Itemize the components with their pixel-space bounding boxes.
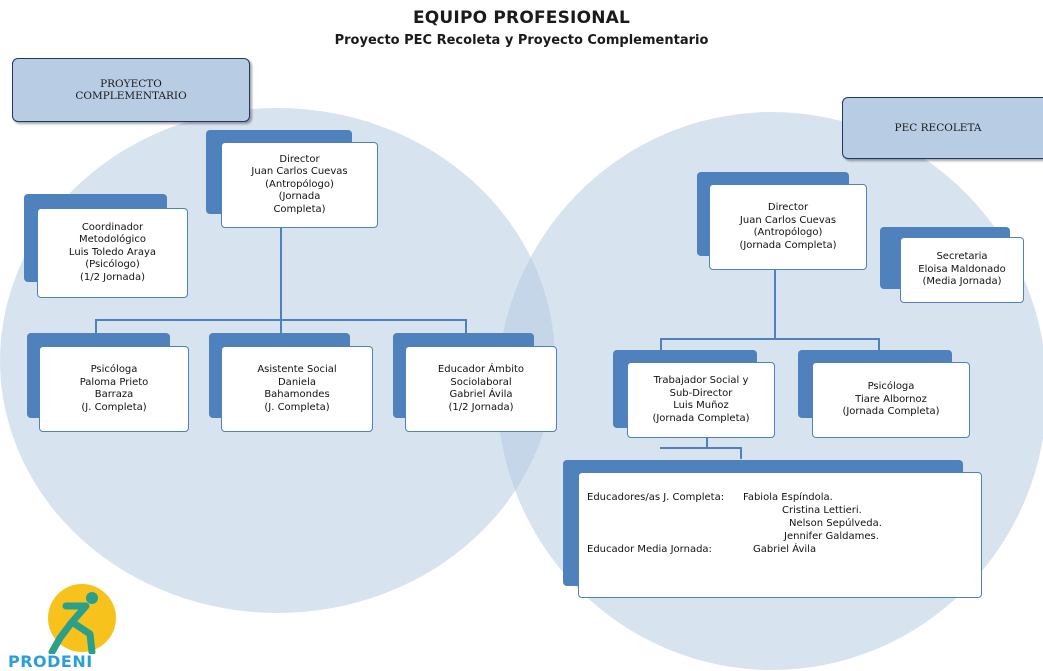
psicologa-schedule: (J. Completa)	[81, 401, 147, 413]
coordinador-title: Metodológico	[79, 234, 146, 246]
director-schedule: (Jornada Completa)	[739, 239, 837, 251]
director-schedule: (Jornada	[278, 191, 321, 203]
prodeni-logo-icon	[48, 584, 116, 654]
educador-name: Fabiola Espíndola.	[743, 492, 833, 503]
group-label-line: PEC RECOLETA	[894, 122, 982, 134]
educador-name: Gabriel Ávila	[449, 389, 513, 400]
educador-title: Educador Ámbito	[437, 364, 525, 375]
coordinador-schedule: (1/2 Jornada)	[79, 271, 146, 283]
group-label-complementario: PROYECTO COMPLEMENTARIO	[12, 58, 250, 122]
educador-title: Sociolaboral	[450, 376, 512, 388]
trabajador-title: Sub-Director	[669, 387, 733, 399]
psicologa-title: Psicóloga	[90, 364, 138, 375]
secretaria-name: Eloisa Maldonado	[918, 263, 1006, 275]
node-box: Director Juan Carlos Cuevas (Antropólogo…	[221, 142, 378, 228]
connector-line	[878, 338, 880, 350]
node-box: Asistente Social Daniela Bahamondes (J. …	[221, 346, 373, 432]
page-title: EQUIPO PROFESIONAL	[412, 8, 631, 28]
connector-line	[706, 436, 708, 448]
educadores-half-label: Educador Media Jornada:	[587, 544, 712, 555]
psicologa-schedule: (Jornada Completa)	[842, 406, 940, 418]
asistente-title: Asistente Social	[257, 364, 337, 375]
connector-line	[280, 226, 282, 320]
node-box: Psicóloga Tiare Albornoz (Jornada Comple…	[812, 362, 970, 438]
group-label-line: PROYECTO	[100, 78, 162, 90]
asistente-name: Daniela	[277, 376, 316, 388]
coordinador-name: Luis Toledo Araya	[68, 246, 157, 258]
connector-line	[660, 338, 662, 350]
node-box: Trabajador Social y Sub-Director Luis Mu…	[627, 362, 775, 438]
page-subtitle: Proyecto PEC Recoleta y Proyecto Complem…	[334, 33, 709, 48]
director-name: Juan Carlos Cuevas	[251, 166, 348, 178]
trabajador-title: Trabajador Social y	[653, 375, 749, 386]
trabajador-schedule: (Jornada Completa)	[652, 412, 750, 424]
educadores-full-label: Educadores/as J. Completa:	[587, 492, 725, 503]
node-box: Educador Ámbito Sociolaboral Gabriel Ávi…	[405, 346, 557, 432]
director-schedule: Completa)	[273, 203, 326, 215]
director-name: Juan Carlos Cuevas	[739, 214, 837, 226]
connector-line	[740, 447, 742, 459]
logo-head	[86, 592, 98, 604]
node-box: Coordinador Metodológico Luis Toledo Ara…	[37, 208, 188, 298]
group-label-line: COMPLEMENTARIO	[75, 90, 187, 102]
educador-name: Nelson Sepúlveda.	[789, 518, 882, 529]
coordinador-title: Coordinador	[81, 221, 144, 233]
connector-line	[660, 447, 740, 449]
director-title: Director	[279, 153, 320, 165]
educador-schedule: (1/2 Jornada)	[448, 401, 514, 413]
secretaria-title: Secretaria	[936, 251, 988, 263]
coordinador-profession: (Psicólogo)	[85, 259, 140, 271]
secretaria-schedule: (Media Jornada)	[922, 276, 1002, 288]
connector-line	[95, 319, 97, 333]
educador-name: Cristina Lettieri.	[782, 505, 862, 516]
node-box: Director Juan Carlos Cuevas (Antropólogo…	[709, 184, 867, 270]
node-box: Psicóloga Paloma Prieto Barraza (J. Comp…	[39, 346, 189, 432]
logo-text: PRODENI	[8, 652, 93, 671]
connector-line	[774, 267, 776, 339]
node-box: Educadores/as J. Completa: Fabiola Espín…	[578, 472, 982, 598]
director-profession: (Antropólogo)	[265, 178, 334, 190]
node-box: Secretaria Eloisa Maldonado (Media Jorna…	[900, 237, 1024, 303]
psicologa-title: Psicóloga	[867, 381, 915, 393]
trabajador-name: Luis Muñoz	[673, 400, 729, 411]
asistente-name: Bahamondes	[264, 389, 330, 400]
educador-name: Jennifer Galdames.	[784, 531, 879, 542]
psicologa-name: Barraza	[94, 389, 134, 400]
logo-figure	[48, 602, 96, 654]
director-profession: (Antropólogo)	[753, 227, 823, 238]
director-title: Director	[767, 202, 809, 213]
psicologa-name: Tiare Albornoz	[855, 393, 927, 405]
group-label-pec-recoleta: PEC RECOLETA	[842, 97, 1043, 159]
connector-line	[660, 338, 880, 340]
educador-name: Gabriel Ávila	[753, 544, 817, 555]
connector-line	[280, 319, 282, 333]
psicologa-name: Paloma Prieto	[79, 376, 149, 388]
connector-line	[465, 319, 467, 333]
asistente-schedule: (J. Completa)	[264, 401, 330, 413]
